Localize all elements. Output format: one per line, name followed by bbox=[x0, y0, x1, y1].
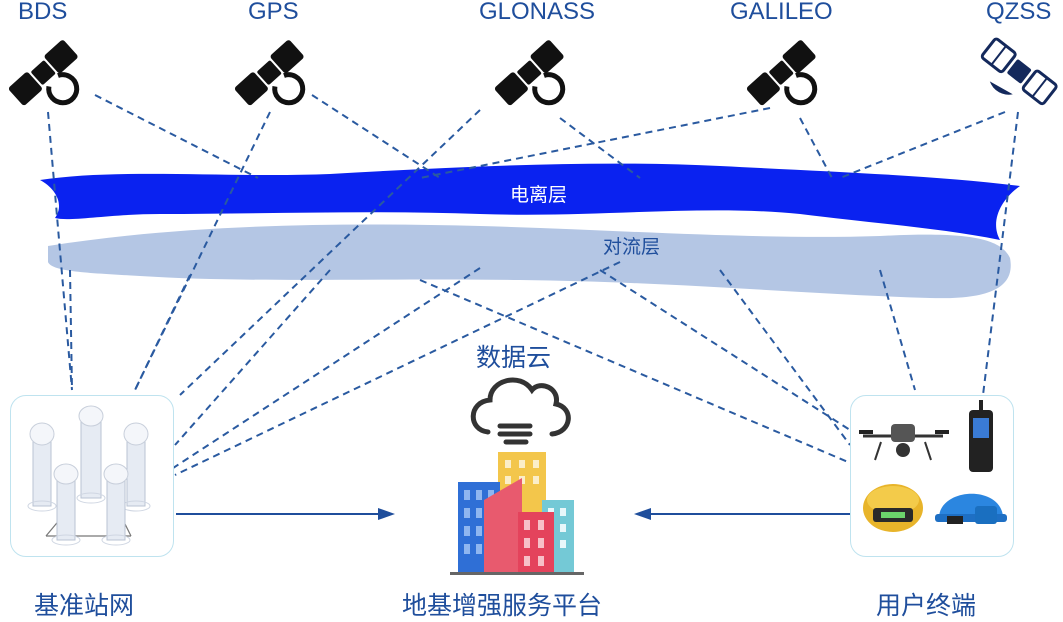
cloud-icon bbox=[470, 377, 571, 445]
ionosphere-label: 电离层 bbox=[510, 185, 568, 206]
troposphere-label: 对流层 bbox=[603, 237, 661, 258]
user-terminals-icon bbox=[859, 400, 1007, 532]
tower-4 bbox=[51, 463, 81, 546]
satellite-label-qzss: QZSS bbox=[986, 0, 1052, 25]
tower-2 bbox=[76, 405, 106, 504]
satellite-qzss-icon bbox=[980, 37, 1058, 106]
satellite-label-bds: BDS bbox=[18, 0, 68, 25]
satellite-label-glonass: GLONASS bbox=[479, 0, 596, 25]
drone-icon bbox=[859, 424, 949, 461]
handheld-receiver-icon bbox=[969, 400, 993, 472]
satellite-glonass-icon bbox=[494, 40, 566, 106]
arrow-from-users bbox=[634, 508, 850, 520]
tower-3 bbox=[121, 422, 151, 512]
tower-5 bbox=[101, 463, 131, 546]
base-station-panel bbox=[10, 395, 174, 557]
platform-label: 地基增强服务平台 bbox=[402, 592, 603, 620]
satellite-label-gps: GPS bbox=[248, 0, 299, 25]
user-terminals-panel bbox=[850, 395, 1014, 557]
smart-helmet-icon bbox=[935, 493, 1007, 524]
data-cloud-label: 数据云 bbox=[476, 344, 552, 372]
tower-1 bbox=[27, 422, 57, 512]
satellite-galileo-icon bbox=[746, 40, 818, 106]
troposphere-band bbox=[48, 224, 1011, 299]
base-station-icon bbox=[27, 405, 151, 546]
arrow-from-base bbox=[176, 508, 395, 520]
ionosphere-band bbox=[40, 163, 1020, 240]
satellite-label-galileo: GALILEO bbox=[730, 0, 833, 25]
user-terminals-label: 用户终端 bbox=[876, 592, 977, 620]
gnss-receiver-icon bbox=[863, 484, 923, 532]
satellite-gps-icon bbox=[234, 40, 306, 106]
satellite-bds-icon bbox=[8, 40, 80, 106]
platform-building-icon bbox=[450, 452, 584, 575]
base-network-label: 基准站网 bbox=[34, 592, 135, 620]
signal-lines bbox=[47, 94, 1019, 476]
